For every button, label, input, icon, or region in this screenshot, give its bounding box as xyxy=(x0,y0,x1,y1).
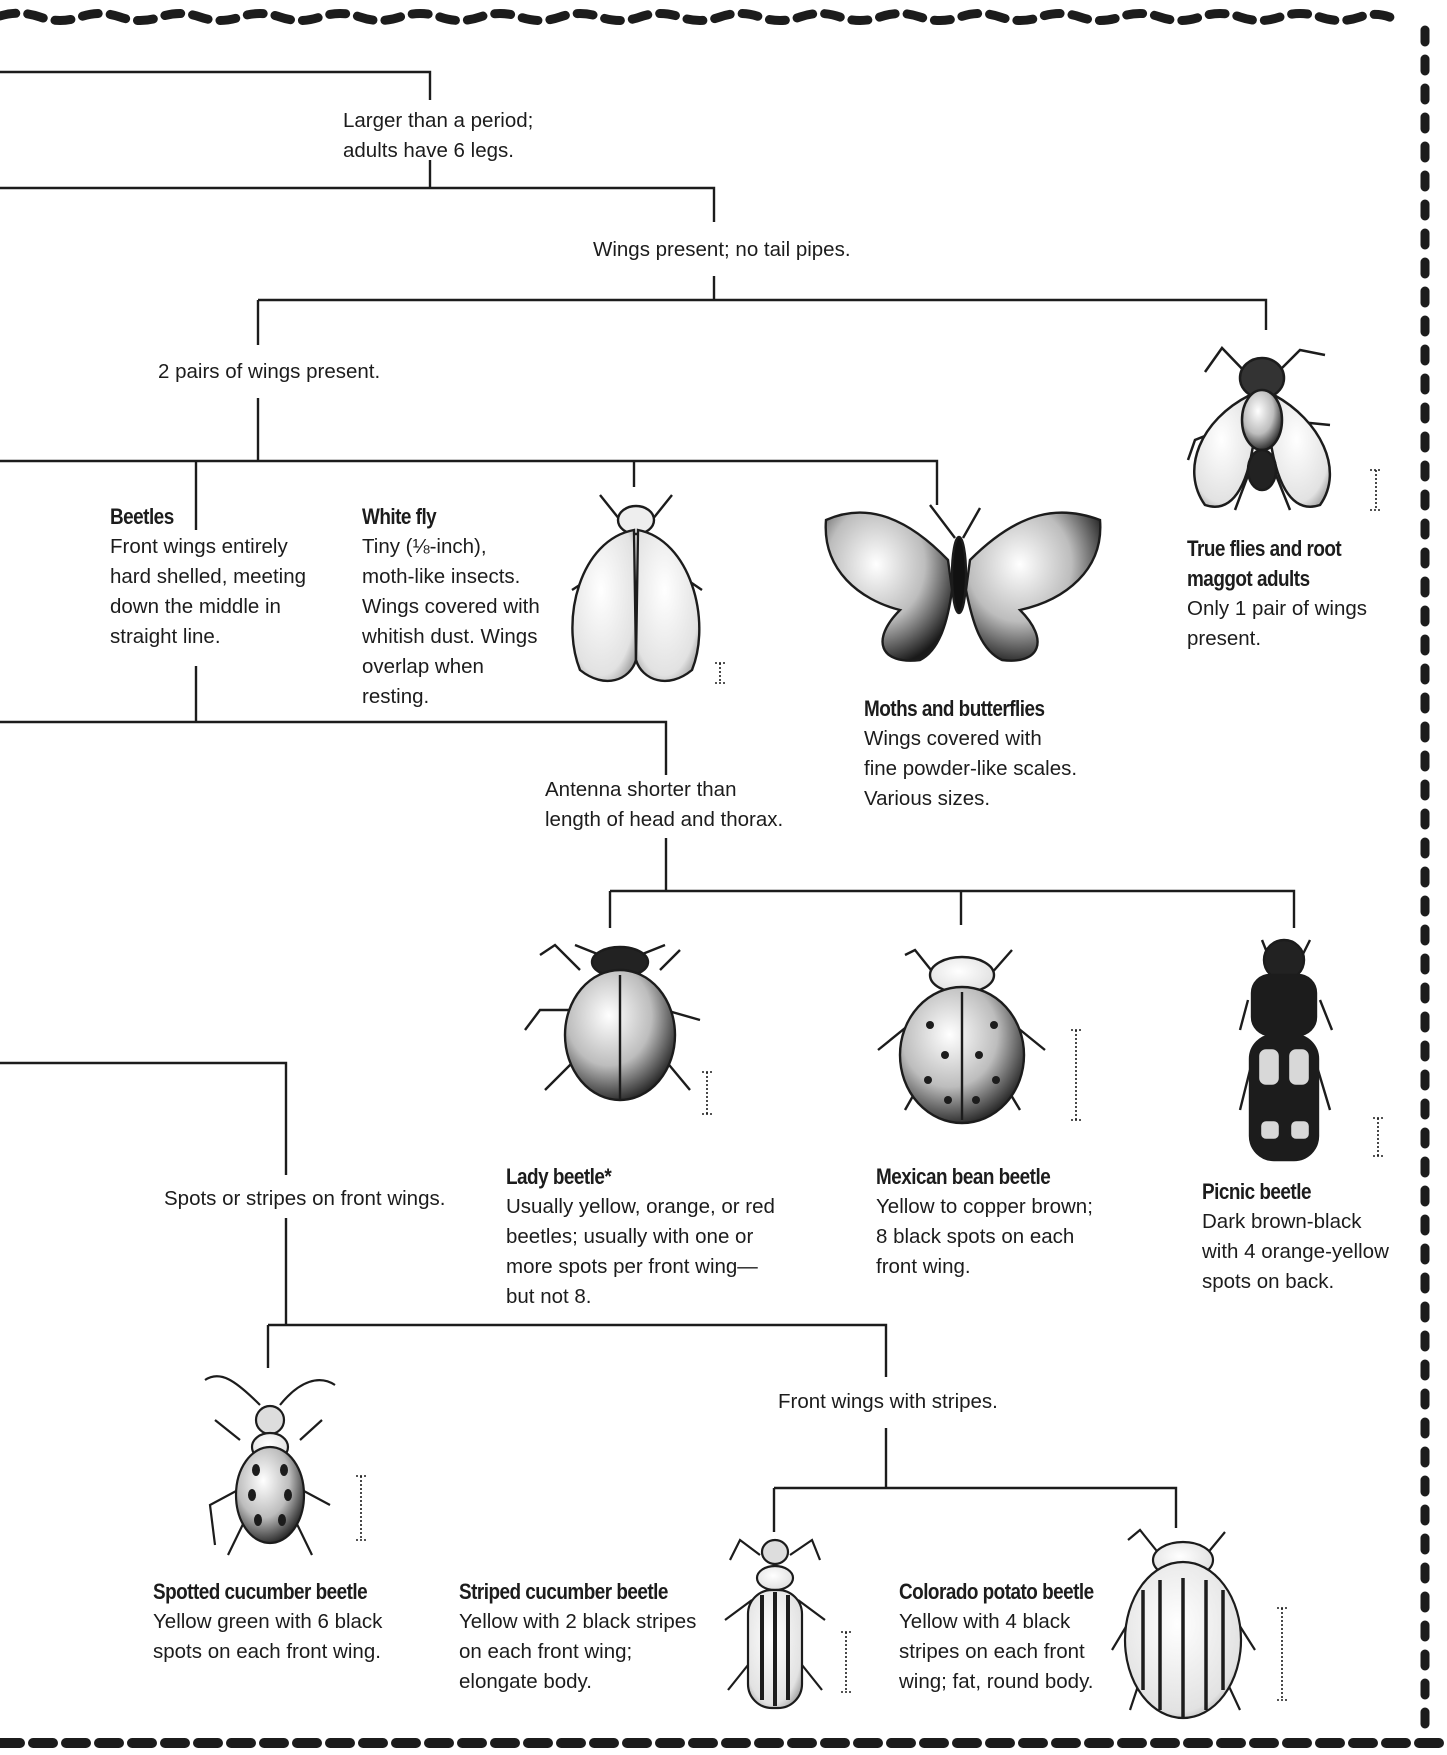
insect-name: Mexican bean beetle xyxy=(876,1164,1051,1189)
node-two-pairs-wings: 2 pairs of wings present. xyxy=(158,360,381,383)
label-lady-beetle: Lady beetle* Usually yellow, orange, or … xyxy=(506,1164,775,1308)
scale-bars xyxy=(356,469,1383,1701)
picnic-beetle-icon xyxy=(1238,938,1334,1162)
label-true-flies: True flies and root maggot adults Only 1… xyxy=(1187,536,1368,650)
fly-icon xyxy=(1186,346,1331,511)
label-striped-cucumber-beetle: Striped cucumber beetle Yellow with 2 bl… xyxy=(459,1579,697,1693)
node-spots-or-stripes: Spots or stripes on front wings. xyxy=(164,1187,446,1210)
insect-name: True flies and root xyxy=(1187,536,1342,561)
insect-name: Lady beetle* xyxy=(506,1164,612,1189)
spotted-cucumber-beetle-icon xyxy=(204,1375,336,1556)
insect-name: maggot adults xyxy=(1187,566,1310,591)
insect-name: Striped cucumber beetle xyxy=(459,1579,668,1604)
top-border xyxy=(0,8,1405,27)
mexican-bean-beetle-icon xyxy=(877,948,1046,1125)
colorado-potato-beetle-icon xyxy=(1111,1528,1256,1720)
label-white-fly: White fly Tiny (⅛-inch),moth-like insect… xyxy=(362,504,540,708)
node-larger-than-period: Larger than a period;adults have 6 legs. xyxy=(343,109,534,162)
insect-name: Colorado potato beetle xyxy=(899,1579,1094,1604)
white-fly-icon xyxy=(571,494,703,682)
key-connector-lines xyxy=(0,70,1296,1532)
label-colorado-potato-beetle: Colorado potato beetle Yellow with 4 bla… xyxy=(899,1579,1094,1693)
label-moths-and-butterflies: Moths and butterflies Wings covered with… xyxy=(864,696,1078,810)
striped-cucumber-beetle-icon xyxy=(724,1538,826,1710)
insect-name: Moths and butterflies xyxy=(864,696,1045,721)
label-mexican-bean-beetle: Mexican bean beetle Yellow to copper bro… xyxy=(876,1164,1093,1278)
insect-name: Picnic beetle xyxy=(1202,1179,1311,1204)
label-spotted-cucumber-beetle: Spotted cucumber beetle Yellow green wit… xyxy=(153,1579,383,1663)
butterfly-icon xyxy=(824,504,1102,662)
lady-beetle-icon xyxy=(524,943,701,1102)
insect-name: Beetles xyxy=(110,504,174,529)
insect-name: Spotted cucumber beetle xyxy=(153,1579,368,1604)
node-wings-present: Wings present; no tail pipes. xyxy=(593,238,851,261)
insect-name: White fly xyxy=(362,504,437,529)
node-front-wings-stripes: Front wings with stripes. xyxy=(778,1390,998,1413)
